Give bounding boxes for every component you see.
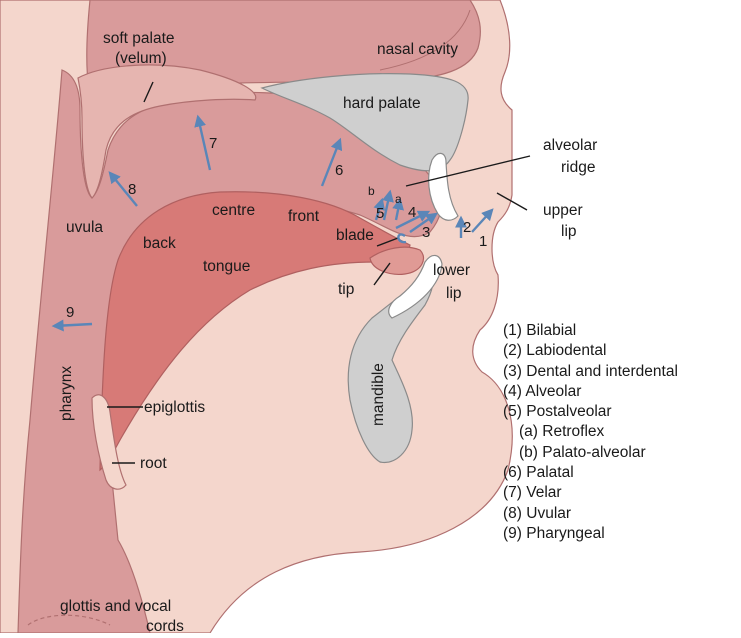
place-letter-b: b [368, 184, 375, 198]
legend-subitem: (a) Retroflex [503, 422, 678, 442]
legend-subitem: (b) Palato-alveolar [503, 443, 678, 463]
place-number-3: 3 [422, 224, 430, 241]
legend-item: (8) Uvular [503, 504, 678, 524]
label-glottis: glottis and vocal [60, 598, 171, 615]
legend-item: (2) Labiodental [503, 341, 678, 361]
label-soft-palate: soft palate [103, 30, 175, 47]
label-epiglottis: epiglottis [144, 399, 205, 416]
label-cords: cords [146, 618, 184, 633]
label-alveolar: alveolar [543, 137, 597, 154]
label-ridge: ridge [561, 159, 595, 176]
place-number-5: 5 [376, 205, 384, 222]
label-centre: centre [212, 202, 255, 219]
label-mandible: mandible [370, 363, 387, 426]
legend-item: (4) Alveolar [503, 382, 678, 402]
label-back: back [143, 235, 176, 252]
legend-item: (7) Velar [503, 483, 678, 503]
label-hard-palate: hard palate [343, 95, 421, 112]
label-lower-lip: lip [446, 285, 462, 302]
label-upper: upper [543, 202, 583, 219]
label-uvula: uvula [66, 219, 103, 236]
label-lower: lower [433, 262, 470, 279]
places-legend: (1) Bilabial (2) Labiodental (3) Dental … [503, 321, 678, 544]
label-front: front [288, 208, 320, 225]
place-number-6: 6 [335, 162, 343, 179]
place-number-4: 4 [408, 204, 416, 221]
label-pharynx: pharynx [58, 366, 75, 421]
label-root: root [140, 455, 167, 472]
legend-item: (5) Postalveolar [503, 402, 678, 422]
label-upper-lip: lip [561, 223, 577, 240]
place-number-2: 2 [463, 219, 471, 236]
label-tip: tip [338, 281, 354, 298]
place-number-9: 9 [66, 304, 74, 321]
label-tongue: tongue [203, 258, 250, 275]
place-number-8: 8 [128, 181, 136, 198]
place-letter-a: a [395, 192, 402, 206]
legend-item: (6) Palatal [503, 463, 678, 483]
label-nasal-cavity: nasal cavity [377, 41, 458, 58]
place-number-7: 7 [209, 135, 217, 152]
legend-item: (3) Dental and interdental [503, 362, 678, 382]
label-blade: blade [336, 227, 374, 244]
place-number-1: 1 [479, 233, 487, 250]
label-velum: (velum) [115, 50, 167, 67]
legend-item: (9) Pharyngeal [503, 524, 678, 544]
legend-item: (1) Bilabial [503, 321, 678, 341]
